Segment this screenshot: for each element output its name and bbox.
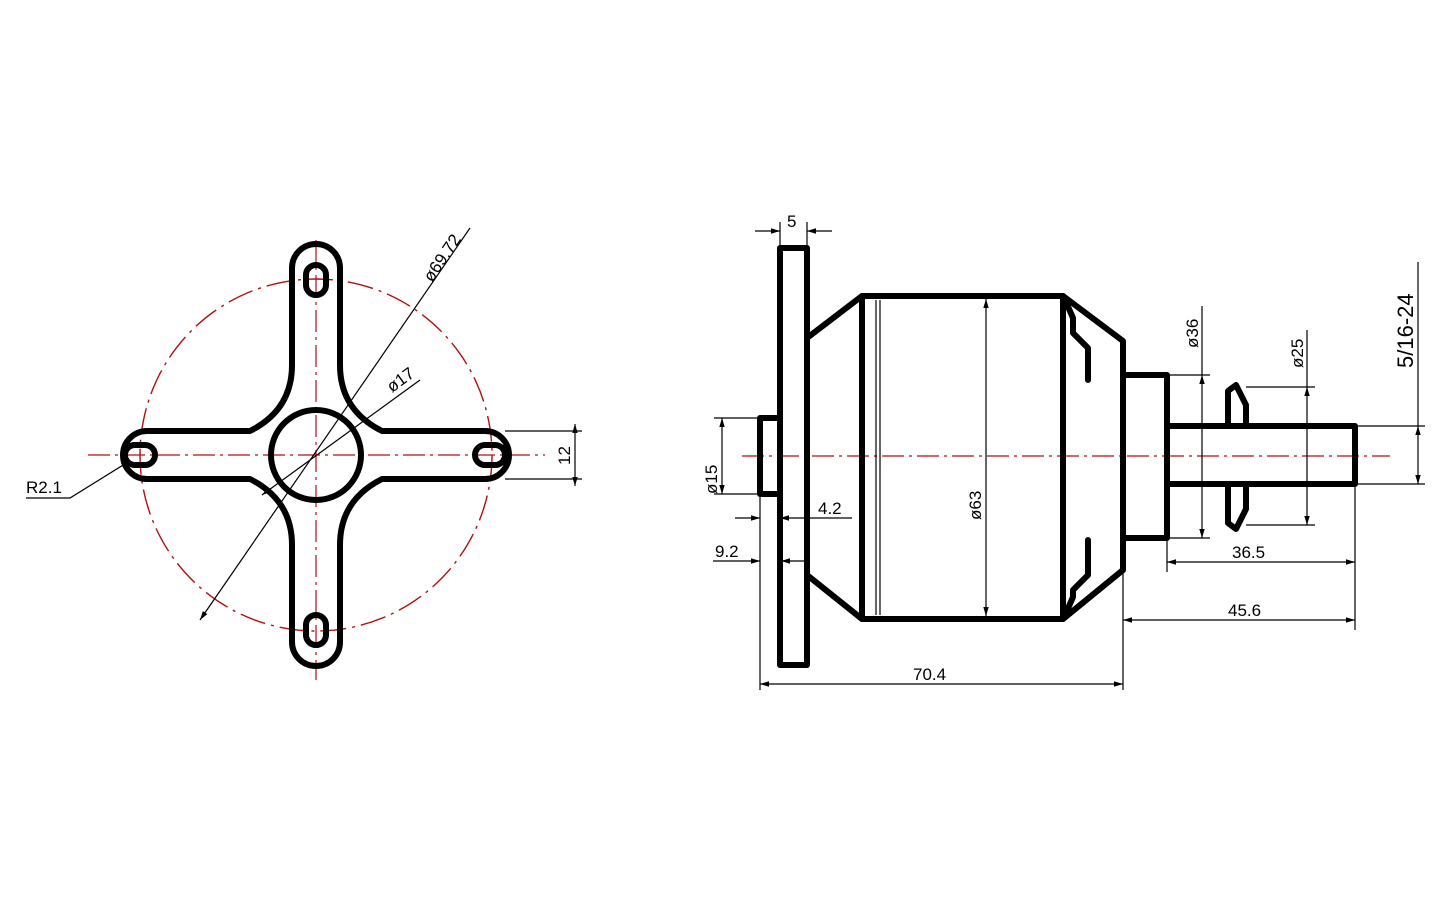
side-view: 5 ø15 4.2 9.2 ø63 ø36 ø25 <box>702 212 1425 690</box>
spigot-flange-label: 9.2 <box>715 542 739 561</box>
front-length-label: 45.6 <box>1228 601 1261 620</box>
bolt-circle-dim-line <box>199 227 471 621</box>
center-hole-dim-line <box>261 379 421 496</box>
spigot-length-label: 4.2 <box>818 499 842 518</box>
mount-plate <box>777 245 810 668</box>
slot-bottom <box>303 612 329 648</box>
shaft-thread-label: 5/16-24 <box>1393 293 1418 368</box>
spigot <box>757 415 783 497</box>
arm-width-label: 12 <box>555 446 574 465</box>
slot-radius-leader <box>26 461 129 499</box>
overall-length-label: 70.4 <box>913 665 946 684</box>
spigot-dia-label: ø15 <box>702 465 721 494</box>
boss-dia-label: ø36 <box>1183 319 1202 348</box>
motor-shaft <box>1164 423 1358 487</box>
bearing-boss <box>1120 372 1170 541</box>
center-hole <box>268 407 364 503</box>
slot-left <box>122 442 158 468</box>
prop-washer <box>1225 382 1249 532</box>
body-rear-band-top <box>1063 299 1091 383</box>
body-rear-band-bottom <box>1063 537 1091 616</box>
shaft-length-label: 36.5 <box>1232 543 1265 562</box>
slot-right <box>472 442 508 468</box>
slot-top <box>303 262 329 298</box>
center-hole-label: ø17 <box>383 364 418 397</box>
bolt-circle-label: ø69.72 <box>420 231 465 286</box>
motor-body <box>804 293 1126 622</box>
slot-radius-label: R2.1 <box>26 478 62 497</box>
front-view: ø69.72 ø17 R2.1 12 <box>26 227 582 680</box>
washer-dia-label: ø25 <box>1288 339 1307 368</box>
body-dia-label: ø63 <box>966 491 985 520</box>
flange-thickness-label: 5 <box>787 212 796 231</box>
